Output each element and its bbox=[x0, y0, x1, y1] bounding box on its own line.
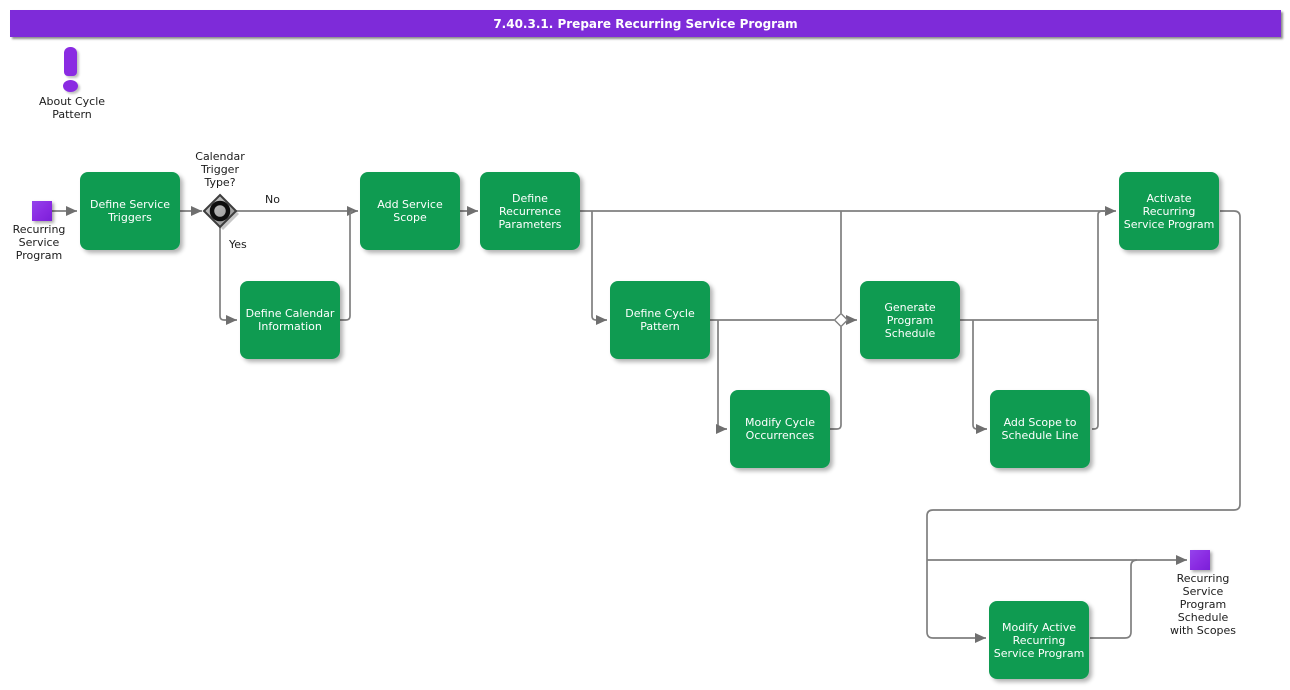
annotation-label: About Cycle Pattern bbox=[38, 95, 106, 121]
branch-yes-label: Yes bbox=[229, 238, 247, 251]
edge-drop-to-cycle-pattern bbox=[591, 211, 607, 325]
edge-yes-to-calendar bbox=[219, 227, 237, 325]
task-add-scope-to-schedule-line[interactable]: Add Scope to Schedule Line bbox=[990, 390, 1090, 468]
task-generate-program-schedule[interactable]: Generate Program Schedule bbox=[860, 281, 960, 359]
edge-occurrences-to-junction bbox=[830, 327, 842, 430]
task-define-recurrence-parameters[interactable]: Define Recurrence Parameters bbox=[480, 172, 580, 250]
start-event[interactable] bbox=[32, 201, 52, 221]
task-modify-active-recurring-service-program[interactable]: Modify Active Recurring Service Program bbox=[989, 601, 1089, 679]
edge-activate-loop-to-modify-active bbox=[926, 210, 1241, 643]
task-activate-recurring-service-program[interactable]: Activate Recurring Service Program bbox=[1119, 172, 1219, 250]
gateway-question-label: Calendar Trigger Type? bbox=[195, 150, 245, 189]
edge-calendar-merge bbox=[340, 210, 354, 321]
end-event-label: Recurring Service Program Schedule with … bbox=[1169, 572, 1237, 637]
edge-modify-active-merge bbox=[1090, 559, 1138, 639]
edge-generate-to-add-scope-line bbox=[972, 320, 987, 434]
branch-no-label: No bbox=[265, 193, 280, 206]
task-define-calendar-information[interactable]: Define Calendar Information bbox=[240, 281, 340, 359]
edge-schedule-merge-to-activate bbox=[1092, 210, 1106, 430]
gateway-diamond bbox=[202, 193, 238, 229]
diagram-title-bar: 7.40.3.1. Prepare Recurring Service Prog… bbox=[10, 10, 1281, 37]
loop-ring-icon bbox=[209, 200, 231, 222]
task-modify-cycle-occurrences[interactable]: Modify Cycle Occurrences bbox=[730, 390, 830, 468]
task-define-cycle-pattern[interactable]: Define Cycle Pattern bbox=[610, 281, 710, 359]
edge-cycle-to-modify-occurrences bbox=[716, 320, 727, 434]
start-event-label: Recurring Service Program bbox=[12, 223, 66, 262]
merge-junction-diamond bbox=[833, 312, 849, 328]
decision-gateway-calendar-trigger-type[interactable] bbox=[202, 193, 239, 230]
task-define-service-triggers[interactable]: Define Service Triggers bbox=[80, 172, 180, 250]
end-event[interactable] bbox=[1190, 550, 1210, 570]
task-add-service-scope[interactable]: Add Service Scope bbox=[360, 172, 460, 250]
diagram-title: 7.40.3.1. Prepare Recurring Service Prog… bbox=[493, 16, 798, 31]
